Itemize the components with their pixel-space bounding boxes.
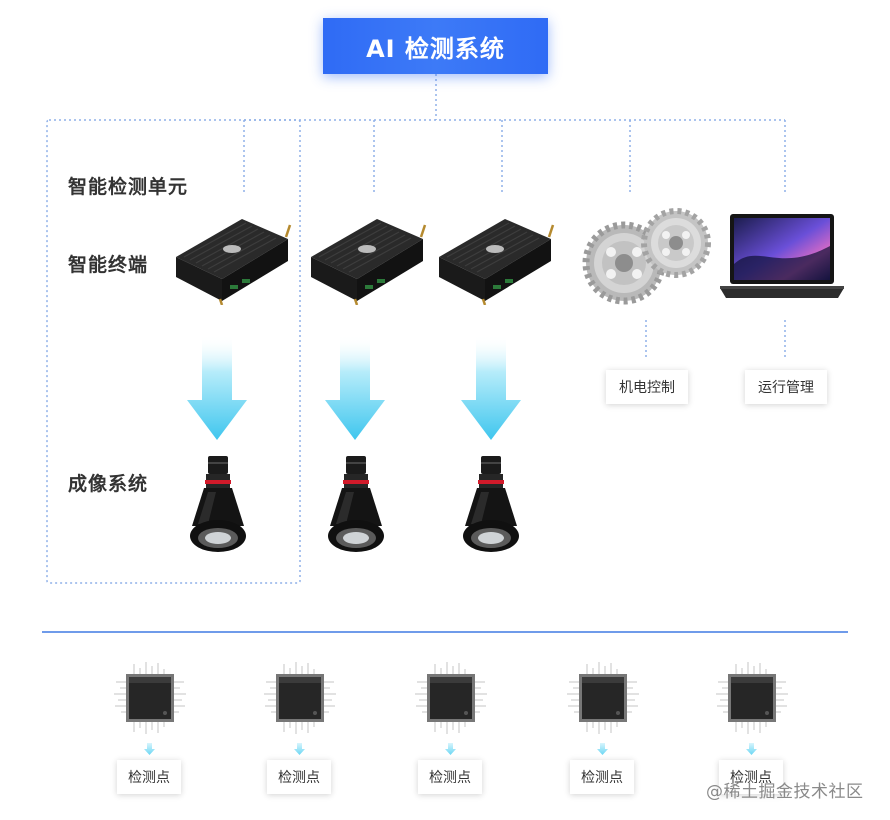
label-smart-terminal: 智能终端	[68, 254, 149, 276]
chip-icon	[415, 662, 487, 734]
chip-icon	[716, 662, 788, 734]
tag-detection-point: 检测点	[117, 760, 181, 794]
chip-icon	[264, 662, 336, 734]
terminal-device-icon	[311, 219, 427, 305]
watermark: @稀土掘金技术社区	[706, 782, 864, 802]
arrow-down-icon	[325, 335, 385, 440]
terminal-device-icon	[439, 219, 555, 305]
label-detection-unit: 智能检测单元	[68, 176, 189, 198]
chip-icon	[567, 662, 639, 734]
page-title: AI 检测系统	[323, 18, 548, 74]
chip-icon	[114, 662, 186, 734]
tag-detection-point: 检测点	[267, 760, 331, 794]
camera-lens-icon	[328, 456, 384, 552]
camera-lens-icon	[463, 456, 519, 552]
tag-detection-point: 检测点	[719, 760, 783, 794]
arrow-down-icon	[187, 335, 247, 440]
tag-operations-management: 运行管理	[745, 370, 827, 404]
camera-lens-icon	[190, 456, 246, 552]
tag-detection-point: 检测点	[570, 760, 634, 794]
gears-icon	[582, 208, 711, 305]
laptop-icon	[720, 214, 844, 298]
tag-detection-point: 检测点	[418, 760, 482, 794]
label-imaging-system: 成像系统	[68, 473, 149, 495]
tag-mechatronic-control: 机电控制	[606, 370, 688, 404]
arrow-down-icon	[461, 335, 521, 440]
terminal-device-icon	[176, 219, 292, 305]
